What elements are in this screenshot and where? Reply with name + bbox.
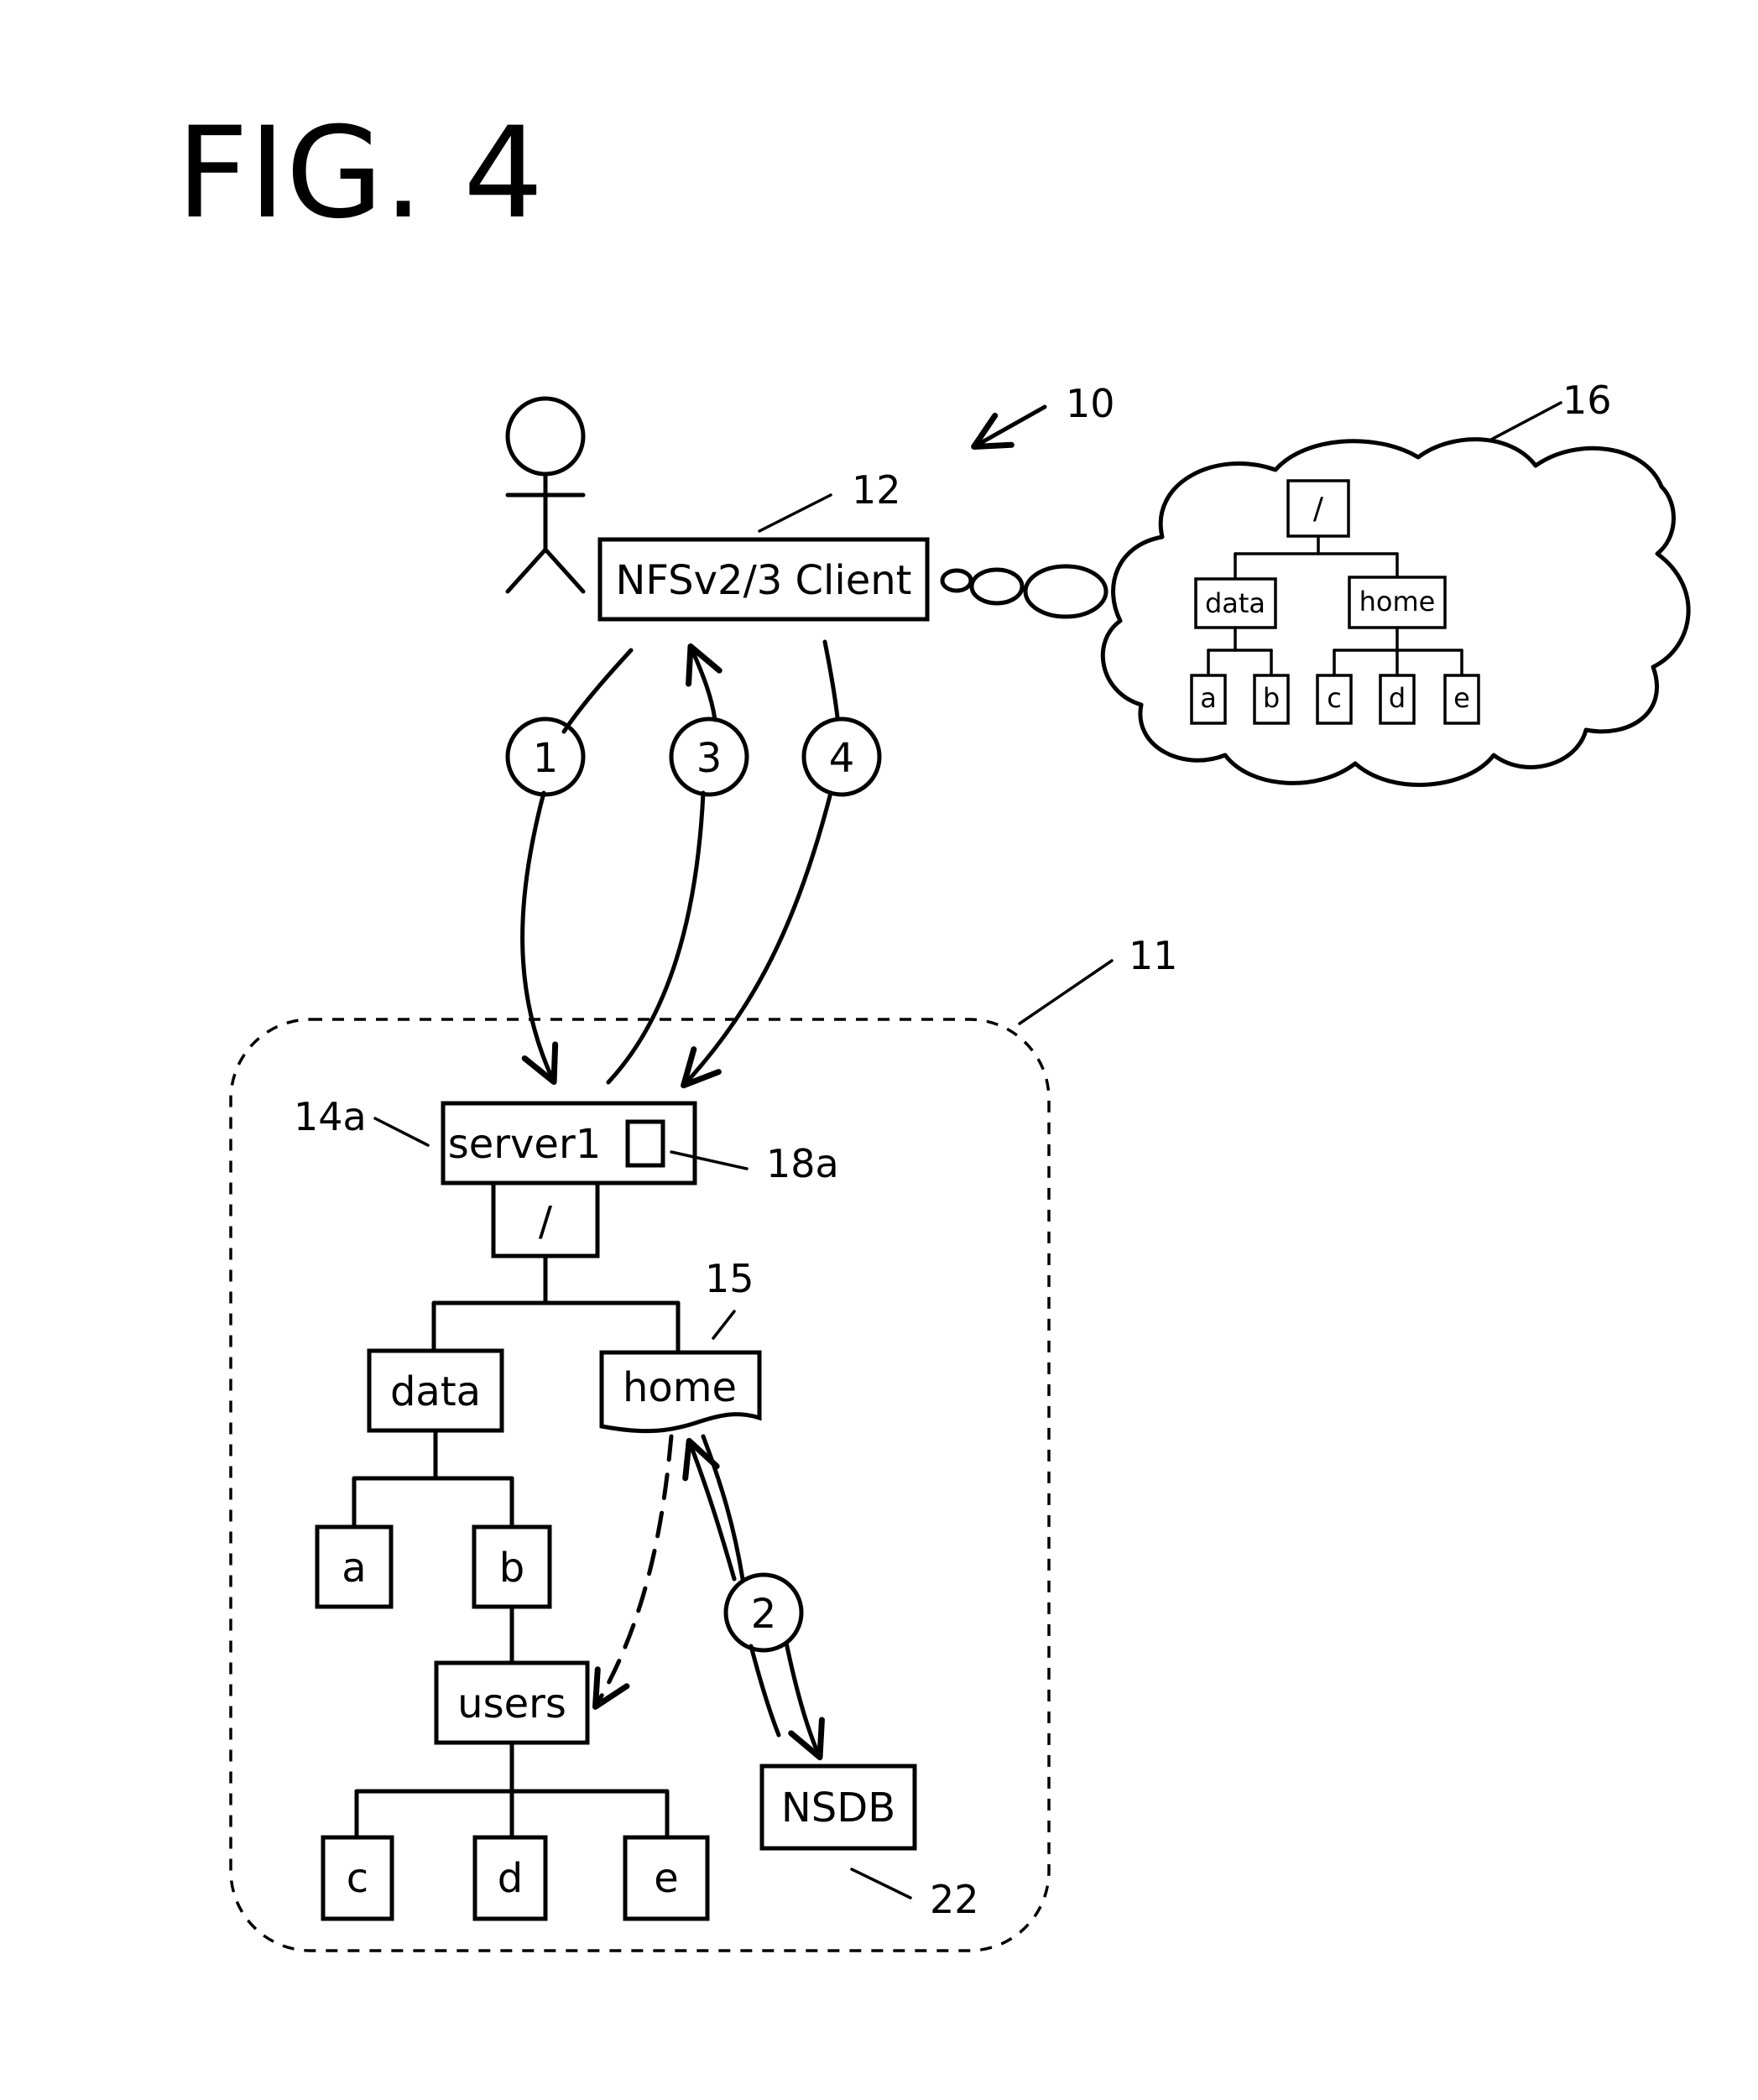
referral-dashed-arrow [597,1436,671,1703]
cloud-a-label: a [1200,682,1217,714]
step-1-arrow [523,650,631,1078]
step-4-label: 4 [829,735,855,782]
cloud-data-label: data [1205,587,1265,619]
ref-10: 10 [1066,381,1115,426]
cloud-e-label: e [1453,682,1470,714]
ref-15: 15 [705,1256,754,1301]
ref-12: 12 [852,467,901,513]
ref-16-leader [1489,403,1561,440]
server-b-label: b [499,1545,524,1592]
cloud-c-label: c [1327,682,1342,714]
ref-11: 11 [1129,933,1178,978]
server-e-label: e [654,1855,679,1902]
server-d-label: d [498,1855,523,1902]
step-3-arrow [608,650,715,1082]
step-3-label: 3 [696,735,723,782]
server-label: server1 [448,1121,601,1168]
ref-22: 22 [930,1877,979,1922]
server-c-label: c [347,1855,368,1902]
step-1-label: 1 [533,735,559,782]
ref-15-leader [713,1311,734,1338]
server-users-label: users [457,1681,566,1727]
ref-22-leader [852,1869,910,1898]
nsdb-box: NSDB [762,1766,915,1848]
ref-11-leader [1020,961,1112,1024]
server-data-label: data [390,1368,481,1415]
cloud-root-label: / [1313,492,1324,526]
user-figure [508,399,583,591]
ref-14a: 14a [294,1094,367,1139]
figure-title: FIG. 4 [176,101,544,247]
ref-18a: 18a [766,1141,839,1186]
nfs-client-box: NFSv2/3 Client [600,539,927,619]
server-box: server1 [443,1103,695,1183]
step-2-label: 2 [751,1591,777,1638]
nsdb-label: NSDB [781,1785,895,1832]
server-a-label: a [342,1545,366,1592]
step-4-arrow [686,642,837,1082]
thought-bubbles [942,566,1106,617]
server-root-label: / [539,1198,553,1245]
cloud-d-label: d [1389,682,1406,714]
ref-10-pointer [978,407,1045,445]
cloud-tree: / data home a b c d e [1192,481,1479,723]
ref-16: 16 [1562,378,1612,423]
server-icon-18a [628,1122,663,1165]
cloud-home-label: home [1359,586,1436,617]
cloud-b-label: b [1263,682,1280,714]
server-tree: / data home 15 a b users c d e [317,1183,759,1919]
ref-12-leader [759,495,831,531]
ref-14a-leader [375,1118,428,1145]
server-home-label: home [623,1364,737,1411]
nfs-client-label: NFSv2/3 Client [615,557,911,604]
